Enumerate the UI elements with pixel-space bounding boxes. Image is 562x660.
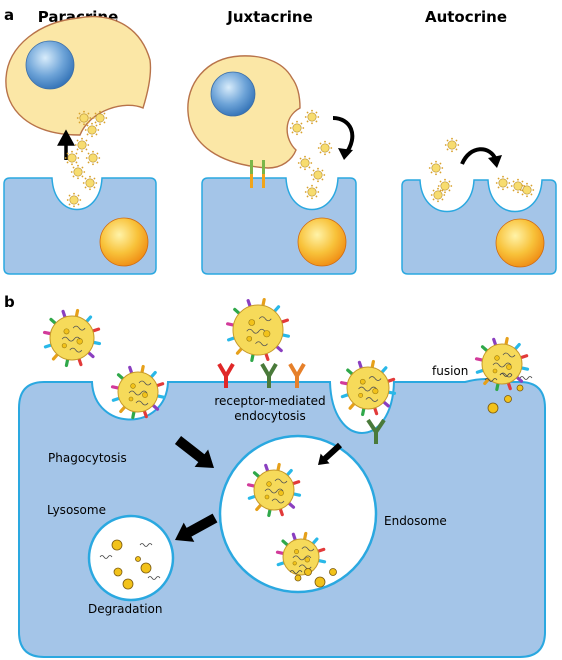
- small-vesicle: [437, 178, 453, 194]
- extracellular-vesicle: [226, 298, 290, 362]
- extracellular-vesicle: [246, 462, 302, 518]
- membrane-receptor-green: [260, 362, 278, 388]
- title-juxtacrine: Juxtacrine: [226, 8, 313, 26]
- small-vesicle: [64, 150, 80, 166]
- small-vesicle: [297, 155, 313, 171]
- rna-squiggle: [289, 570, 303, 574]
- cargo-particle: [487, 402, 499, 414]
- extracellular-vesicle: [474, 336, 530, 392]
- pathway-arrows: [174, 436, 343, 542]
- panel-b-letter: b: [4, 293, 15, 311]
- panel-a-letter: a: [4, 6, 14, 24]
- rna-squiggle: [147, 576, 161, 580]
- lysosome: [87, 514, 175, 602]
- juxtacrine-cell-nucleus: [210, 71, 256, 117]
- small-vesicle: [92, 110, 108, 126]
- small-vesicle: [66, 192, 82, 208]
- arrow-icon: [174, 436, 214, 468]
- rna-squiggle: [519, 376, 533, 380]
- juxtacrine-curved-arrow-icon: [332, 116, 355, 160]
- rna-squiggle: [499, 373, 513, 377]
- small-vesicle: [495, 175, 511, 191]
- small-vesicle: [317, 140, 333, 156]
- panel-b-extracellular-vesicles: [42, 298, 530, 576]
- small-vesicle: [304, 184, 320, 200]
- cargo-particle: [135, 556, 141, 562]
- cargo-particle: [122, 578, 134, 590]
- rna-squiggle: [99, 555, 113, 559]
- cargo-particle: [516, 384, 524, 392]
- small-vesicle: [310, 167, 326, 183]
- pit-receptor-green: [366, 418, 386, 444]
- label-fusion: fusion: [432, 364, 468, 378]
- small-vesicle: [70, 164, 86, 180]
- small-vesicle: [289, 120, 305, 136]
- extracellular-vesicle: [110, 364, 166, 420]
- label-lysosome: Lysosome: [47, 503, 106, 517]
- small-vesicle: [82, 175, 98, 191]
- autocrine-nucleus: [495, 218, 545, 268]
- small-vesicle: [444, 137, 460, 153]
- cargo-particle: [111, 539, 123, 551]
- cargo-particle: [294, 574, 302, 582]
- label-degradation: Degradation: [88, 602, 162, 616]
- juxtacrine-contact-receptors: [250, 160, 265, 188]
- label-endosome: Endosome: [384, 514, 447, 528]
- membrane-receptor-orange: [288, 362, 306, 388]
- juxtacrine-receiving-nucleus: [297, 217, 347, 267]
- paracrine-arrow-icon: [57, 129, 75, 160]
- cargo-particle: [504, 395, 512, 403]
- cargo-particle: [304, 568, 312, 576]
- extracellular-vesicle: [42, 308, 102, 368]
- small-vesicle: [76, 110, 92, 126]
- paracrine-cell-nucleus: [25, 40, 75, 90]
- small-vesicle: [519, 182, 535, 198]
- small-vesicle: [304, 109, 320, 125]
- autocrine-curved-arrow-icon: [460, 147, 502, 168]
- label-receptor-mediated: receptor-mediated: [214, 394, 325, 408]
- paracrine-receiving-nucleus: [99, 217, 149, 267]
- rna-squiggle: [484, 378, 498, 382]
- paracrine-secreting-cell: [5, 15, 152, 136]
- released-cargo: [99, 373, 533, 590]
- cargo-particle: [140, 562, 152, 574]
- extracellular-vesicle: [339, 359, 397, 417]
- cargo-particle: [113, 567, 123, 577]
- rna-squiggle: [139, 543, 153, 547]
- small-vesicle: [84, 122, 100, 138]
- cargo-particle: [329, 568, 337, 576]
- panel-a-small-vesicles: [64, 109, 535, 208]
- title-autocrine: Autocrine: [425, 8, 507, 26]
- membrane-receptor-red: [217, 362, 235, 388]
- small-vesicle: [510, 178, 526, 194]
- arrow-icon: [175, 513, 218, 542]
- arrow-icon: [318, 442, 343, 465]
- small-vesicle: [428, 160, 444, 176]
- small-vesicle: [85, 150, 101, 166]
- cargo-particle: [314, 576, 326, 588]
- label-phagocytosis: Phagocytosis: [48, 451, 127, 465]
- label-endocytosis: endocytosis: [234, 409, 306, 423]
- extracellular-vesicle: [275, 531, 327, 576]
- small-vesicle: [430, 187, 446, 203]
- small-vesicle: [74, 137, 90, 153]
